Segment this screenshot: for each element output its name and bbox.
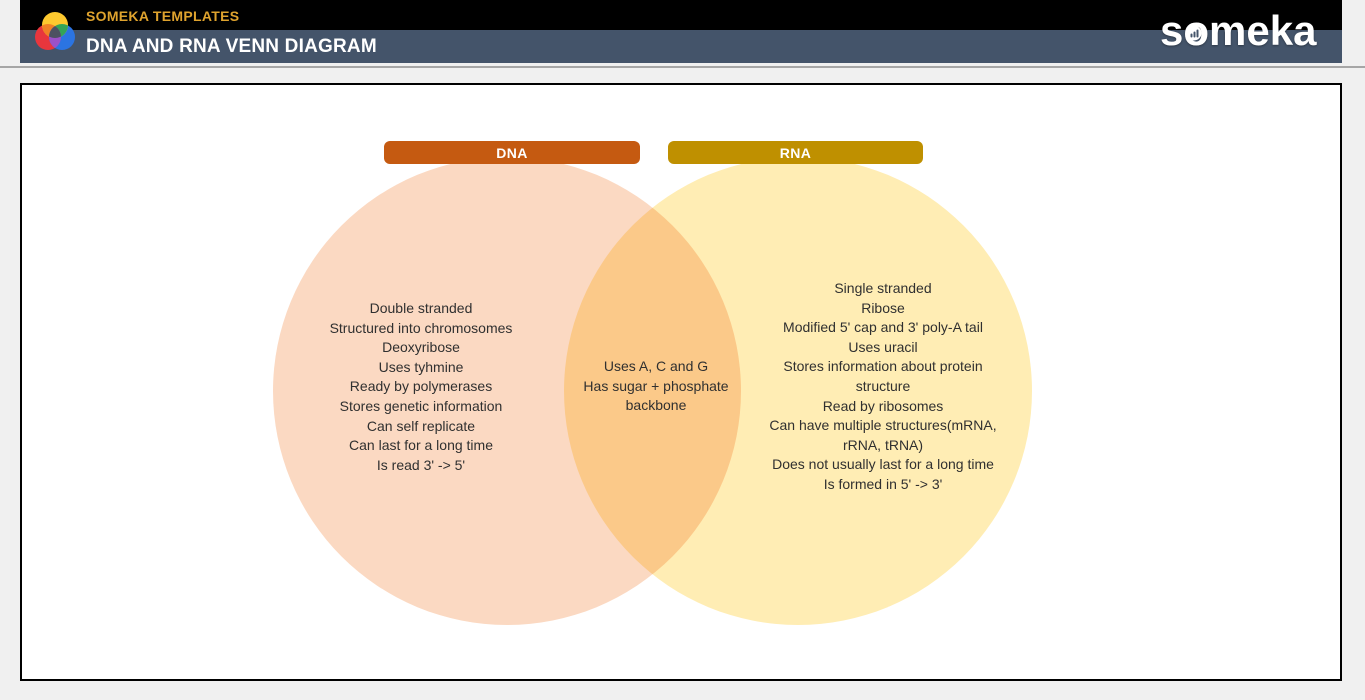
venn-item: Uses tyhmine	[378, 358, 464, 375]
header-band-top: SOMEKA TEMPLATES	[20, 0, 1342, 30]
venn-item: Read by ribosomes	[822, 397, 944, 414]
venn-item: Can self replicate	[366, 417, 476, 434]
venn-item: Can have multiple structures(mRNA, rRNA,…	[769, 417, 997, 453]
venn-item: Single stranded	[834, 280, 932, 296]
venn-item: Modified 5' cap and 3' poly-A tail	[783, 319, 983, 336]
venn-item: Is read 3' -> 5'	[376, 456, 466, 473]
venn-item: Can last for a long time	[349, 437, 493, 454]
rna-label-pill: RNA	[668, 141, 923, 164]
page-title: DNA AND RNA VENN DIAGRAM	[86, 36, 377, 57]
venn-item: Has sugar + phosphate backbone	[583, 377, 729, 414]
wordmark-pre: s	[1160, 7, 1184, 54]
someka-logo-icon[interactable]	[31, 8, 79, 56]
wordmark-post: meka	[1209, 7, 1317, 54]
venn-item: Stores genetic information	[339, 397, 503, 414]
rna-circle	[564, 157, 1032, 625]
venn-item: Ready by polymerases	[349, 378, 493, 395]
venn-item: Double stranded	[369, 300, 473, 316]
venn-circles-icon	[35, 12, 75, 50]
dna-label-pill: DNA	[384, 141, 640, 164]
venn-item: Is formed in 5' -> 3'	[823, 475, 943, 492]
venn-item: Ribose	[861, 299, 905, 316]
header-divider-line	[0, 66, 1365, 68]
venn-item: Structured into chromosomes	[329, 319, 513, 336]
header-band-bottom: DNA AND RNA VENN DIAGRAM	[20, 30, 1342, 63]
venn-item: Deoxyribose	[382, 339, 460, 356]
bar-chart-in-o-icon	[1186, 25, 1202, 41]
someka-wordmark[interactable]: someka	[1160, 7, 1316, 55]
venn-item: Uses A, C and G	[603, 358, 709, 374]
venn-item: Does not usually last for a long time	[772, 456, 994, 473]
dna-label: DNA	[496, 144, 528, 161]
shared-items-list: Uses A, C and G Has sugar + phosphate bac…	[576, 357, 736, 416]
brand-text: SOMEKA TEMPLATES	[86, 8, 240, 24]
venn-item: Stores information about protein structu…	[783, 358, 983, 394]
rna-label: RNA	[779, 144, 812, 161]
venn-item: Uses uracil	[848, 338, 918, 355]
